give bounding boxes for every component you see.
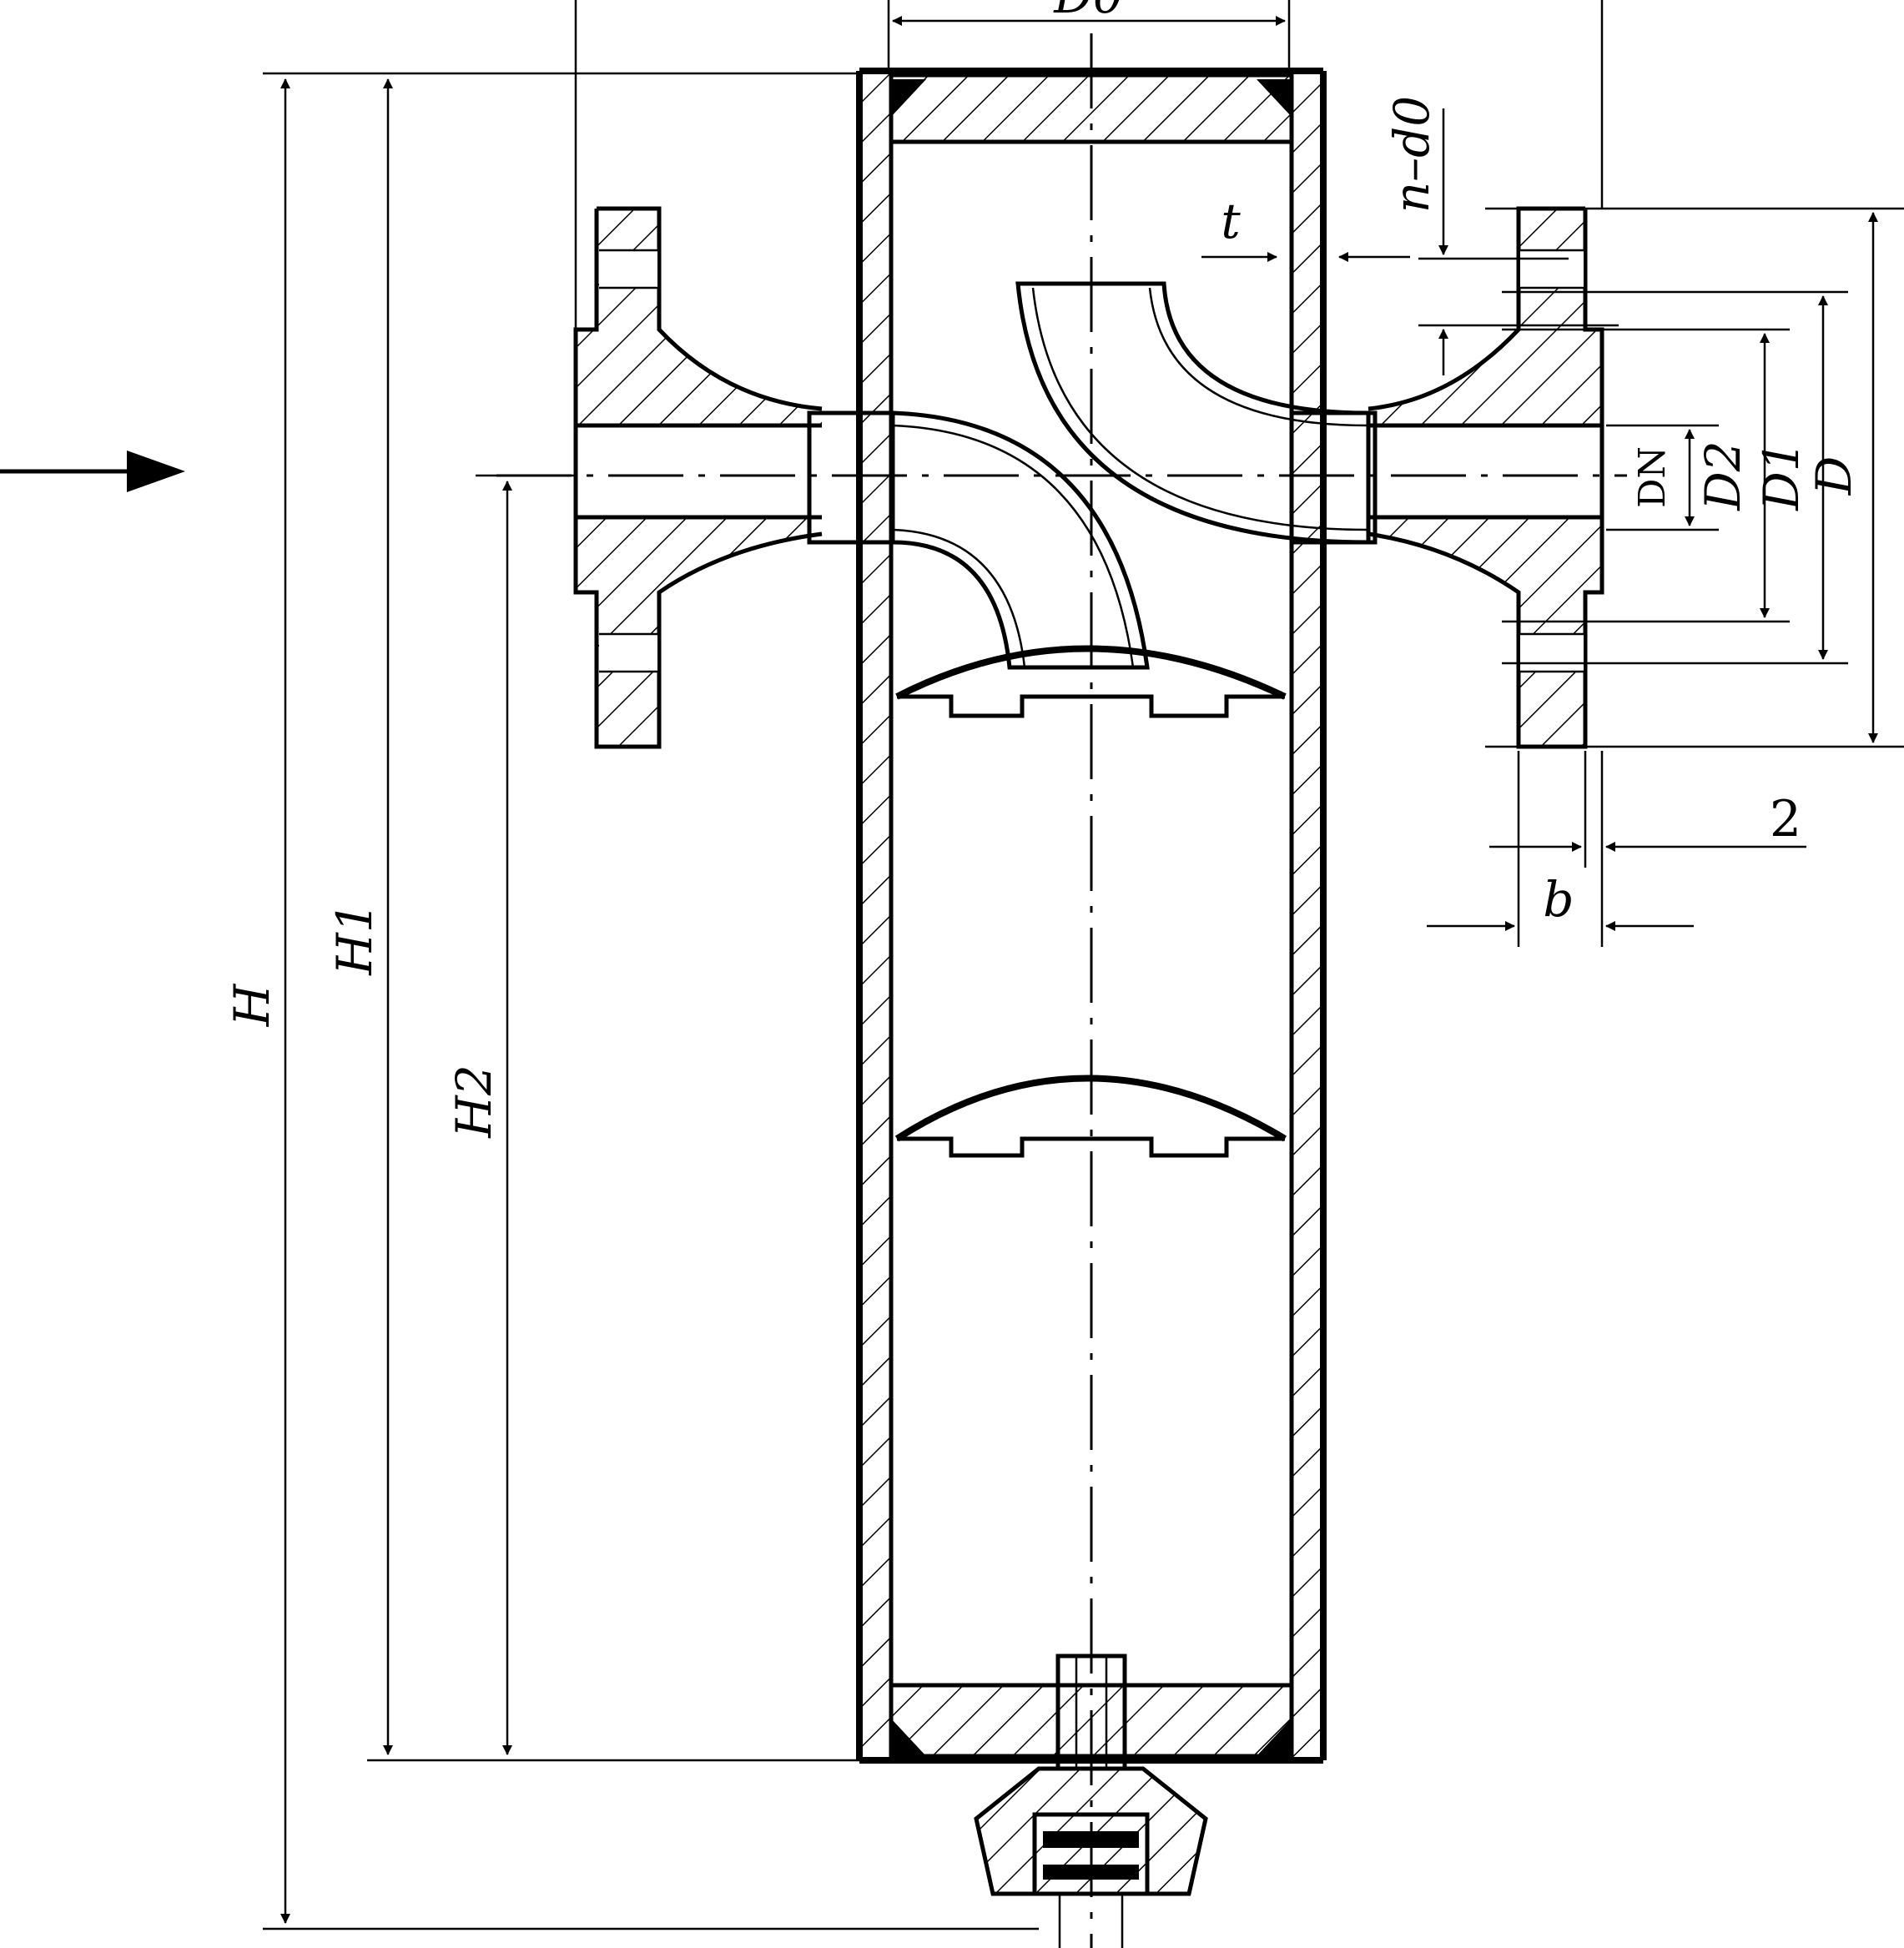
inlet-flange xyxy=(573,206,823,749)
label-H2: H2 xyxy=(446,1065,502,1138)
dim-gasket-and-b: 2 b xyxy=(1427,751,1806,947)
label-2: 2 xyxy=(1770,790,1801,848)
inlet-elbow-pipe xyxy=(807,410,1150,670)
label-D2: D2 xyxy=(1695,440,1751,511)
upper-baffle xyxy=(895,645,1287,718)
label-H: H xyxy=(224,983,280,1027)
label-t: t xyxy=(1221,193,1241,249)
height-dimensions: H H1 H2 xyxy=(224,72,1039,1930)
dim-n-d0: n–d0 xyxy=(1383,96,1619,375)
label-D: D xyxy=(1806,456,1862,496)
label-DN: DN xyxy=(1631,446,1674,508)
label-D0: D0 xyxy=(1053,0,1123,24)
label-n-d0: n–d0 xyxy=(1383,96,1440,213)
outlet-elbow-pipe xyxy=(1015,281,1378,545)
lower-baffle xyxy=(894,1075,1287,1158)
flow-arrow xyxy=(0,451,185,492)
label-D1: D1 xyxy=(1753,440,1810,511)
dim-t: t xyxy=(1201,193,1410,262)
outlet-flange xyxy=(1368,206,1604,749)
flange-dimensions: DN D2 D1 D xyxy=(1485,207,1904,748)
label-b: b xyxy=(1543,871,1574,928)
label-H1: H1 xyxy=(326,902,383,975)
centerlines xyxy=(496,33,1627,1948)
dim-D0: D0 xyxy=(887,0,1291,71)
